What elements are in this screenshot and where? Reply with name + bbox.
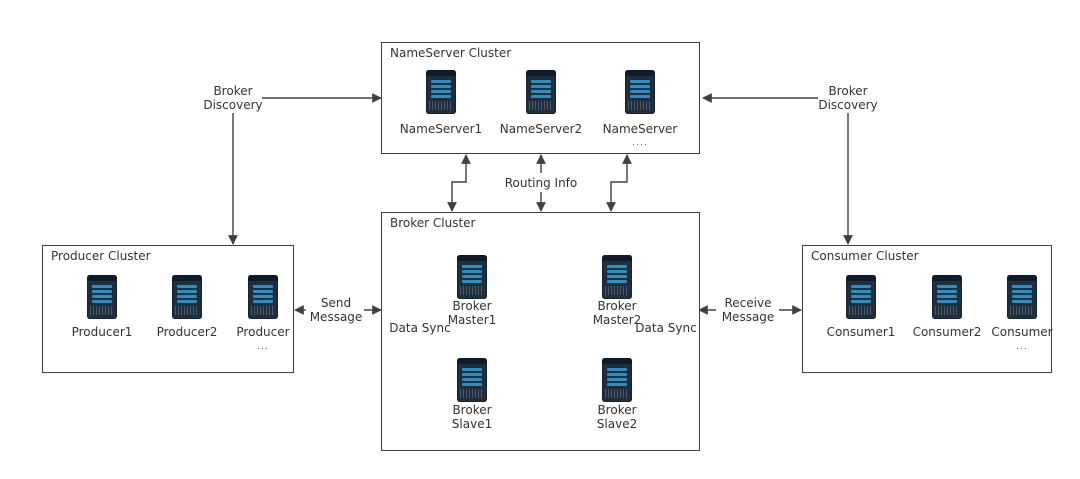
server-rack-icon	[846, 275, 876, 319]
broker-discovery-right-line1: Broker	[828, 84, 868, 98]
broker-master2-label: Broker Master2	[577, 299, 657, 327]
broker-discovery-left-line2: Discovery	[203, 98, 263, 112]
consumer-more-label: Consumer	[991, 325, 1053, 339]
consumer-cluster-title: Consumer Cluster	[811, 249, 919, 263]
broker-master2-line2: Master2	[592, 313, 642, 327]
nameserver-cluster-title: NameServer Cluster	[390, 46, 512, 60]
consumer1-label: Consumer1	[826, 325, 896, 339]
consumer2-label: Consumer2	[912, 325, 982, 339]
send-message-line2: Message	[309, 310, 363, 324]
data-sync-right-label: Data Sync	[635, 321, 697, 335]
send-message-line1: Send	[320, 296, 352, 310]
producer-cluster-title: Producer Cluster	[51, 249, 151, 263]
server-rack-icon	[426, 70, 456, 114]
server-rack-icon	[87, 275, 117, 319]
server-rack-icon	[602, 358, 632, 402]
broker-discovery-right-label: Broker Discovery	[813, 84, 883, 112]
server-rack-icon	[932, 275, 962, 319]
ns-broker-link-right	[606, 154, 632, 212]
server-rack-icon	[602, 255, 632, 299]
broker-discovery-left-label: Broker Discovery	[198, 84, 268, 112]
nameserver-more-label: NameServer	[602, 122, 678, 136]
ns-broker-link-left	[447, 154, 471, 212]
server-rack-icon	[1007, 275, 1037, 319]
server-rack-icon	[526, 70, 556, 114]
broker-slave2-line2: Slave2	[596, 417, 638, 431]
producer2-label: Producer2	[156, 325, 218, 339]
nameserver1-label: NameServer1	[399, 122, 483, 136]
broker-slave1-line2: Slave1	[451, 417, 493, 431]
server-rack-icon	[457, 255, 487, 299]
send-message-label: Send Message	[304, 296, 368, 324]
consumer-ellipsis: ...	[1016, 342, 1028, 352]
server-rack-icon	[457, 358, 487, 402]
producer-more-label: Producer	[236, 325, 290, 339]
broker-cluster-title: Broker Cluster	[390, 216, 476, 230]
broker-slave1-line1: Broker	[452, 403, 492, 417]
receive-message-line2: Message	[721, 310, 775, 324]
broker-master1-label: Broker Master1	[432, 299, 512, 327]
broker-slave2-label: Broker Slave2	[577, 403, 657, 431]
server-rack-icon	[172, 275, 202, 319]
broker-discovery-right-line2: Discovery	[818, 98, 878, 112]
receive-message-line1: Receive	[724, 296, 772, 310]
producer-ellipsis: ...	[257, 342, 269, 352]
broker-cluster: Broker Cluster	[381, 212, 700, 451]
producer1-label: Producer1	[71, 325, 133, 339]
nameserver-ellipsis: ....	[632, 138, 648, 148]
server-rack-icon	[625, 70, 655, 114]
nameserver2-label: NameServer2	[499, 122, 583, 136]
routing-info-label: Routing Info	[504, 176, 578, 190]
broker-slave2-line1: Broker	[597, 403, 637, 417]
receive-message-label: Receive Message	[715, 296, 781, 324]
broker-master1-line1: Broker	[452, 299, 492, 313]
broker-master1-line2: Master1	[447, 313, 497, 327]
broker-master2-line1: Broker	[597, 299, 637, 313]
data-sync-left-label: Data Sync	[389, 321, 451, 335]
broker-slave1-label: Broker Slave1	[432, 403, 512, 431]
server-rack-icon	[248, 275, 278, 319]
broker-discovery-left-line1: Broker	[213, 84, 253, 98]
